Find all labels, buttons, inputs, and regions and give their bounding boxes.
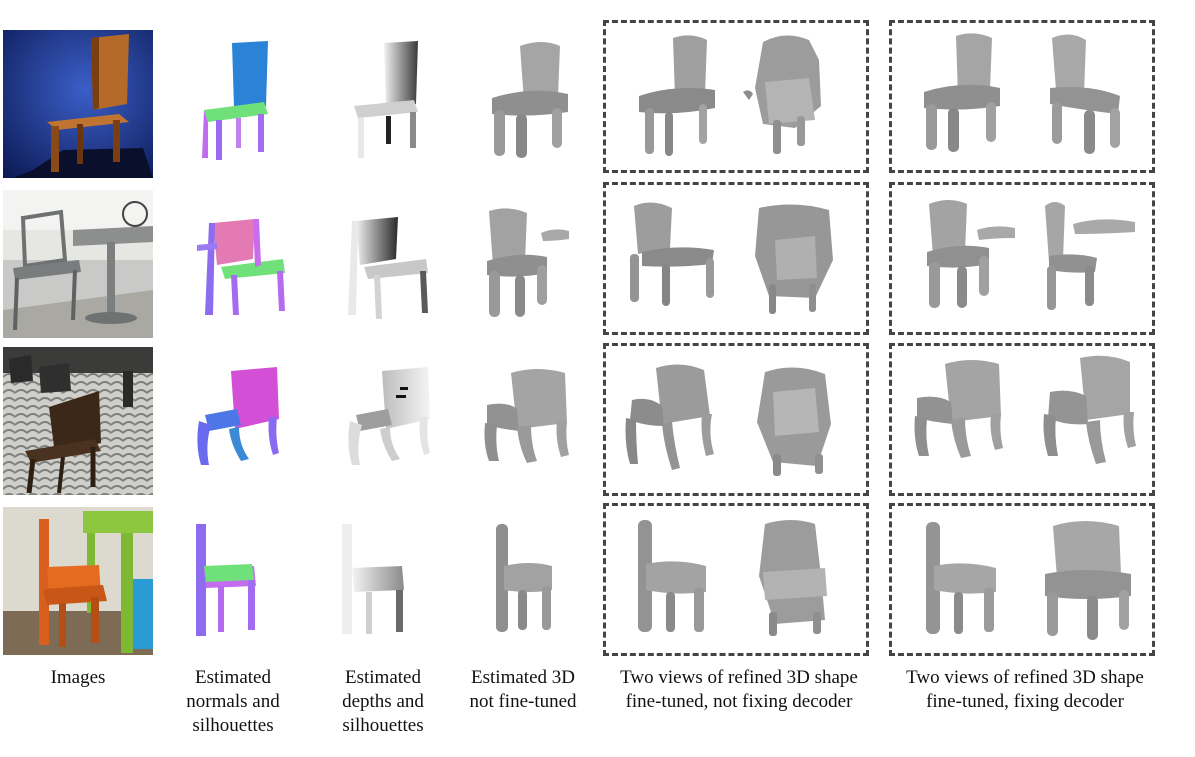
mesh-view-a-fixing-row-3 [914, 360, 1003, 458]
mesh-view-b-not-fixing-row-4 [759, 520, 827, 636]
mesh-view-a-fixing-row-1 [924, 33, 1000, 152]
refined-box-not-fixing-row-3 [603, 343, 869, 496]
normal-map-row-1 [202, 41, 268, 160]
input-photo-row-2 [3, 190, 153, 338]
depth-map-row-2 [348, 217, 428, 319]
normal-map-row-4 [196, 524, 256, 636]
mesh-view-a-not-fixing-row-2 [630, 202, 714, 306]
mesh-view-a-fixing-row-2 [927, 200, 1015, 308]
caption-refined-not-fixing: Two views of refined 3D shape fine-tuned… [620, 667, 858, 712]
mesh-estimate-row-1 [492, 42, 568, 158]
caption-refined-fixing: Two views of refined 3D shape fine-tuned… [906, 667, 1144, 712]
refined-box-not-fixing-row-2 [603, 182, 869, 335]
input-photo-row-3 [3, 347, 153, 495]
refined-box-fixing-row-3 [889, 343, 1155, 496]
mesh-view-b-not-fixing-row-1 [743, 35, 821, 154]
mesh-view-b-fixing-row-3 [1043, 355, 1136, 464]
input-photo-row-4 [3, 507, 153, 655]
caption-images: Images [50, 667, 106, 688]
refined-box-fixing-row-4 [889, 503, 1155, 656]
mesh-view-a-fixing-row-4 [926, 522, 996, 634]
depth-map-row-1 [354, 41, 418, 158]
caption-normals: Estimated normals and silhouettes [186, 667, 280, 736]
mesh-view-b-not-fixing-row-2 [755, 204, 833, 314]
depth-map-row-4 [342, 524, 404, 634]
mesh-view-b-fixing-row-4 [1045, 521, 1131, 640]
mesh-view-a-not-fixing-row-1 [639, 35, 715, 156]
mesh-view-b-fixing-row-1 [1050, 34, 1120, 154]
mesh-view-b-not-fixing-row-3 [757, 367, 831, 476]
normal-map-row-3 [197, 367, 279, 465]
mesh-estimate-row-3 [484, 369, 569, 463]
depth-map-row-3 [348, 367, 430, 465]
mesh-estimate-row-2 [487, 208, 569, 317]
mesh-view-a-not-fixing-row-3 [625, 364, 714, 470]
normal-map-row-2 [197, 219, 285, 315]
input-photo-row-1 [3, 30, 153, 178]
mesh-view-b-fixing-row-2 [1045, 202, 1135, 310]
refined-box-not-fixing-row-1 [603, 20, 869, 173]
refined-box-fixing-row-2 [889, 182, 1155, 335]
caption-estimated-3d: Estimated 3D not fine-tuned [469, 667, 577, 712]
refined-box-fixing-row-1 [889, 20, 1155, 173]
mesh-estimate-row-4 [496, 524, 552, 632]
mesh-view-a-not-fixing-row-4 [638, 520, 706, 632]
caption-depths: Estimated depths and silhouettes [342, 667, 424, 736]
refined-box-not-fixing-row-4 [603, 503, 869, 656]
